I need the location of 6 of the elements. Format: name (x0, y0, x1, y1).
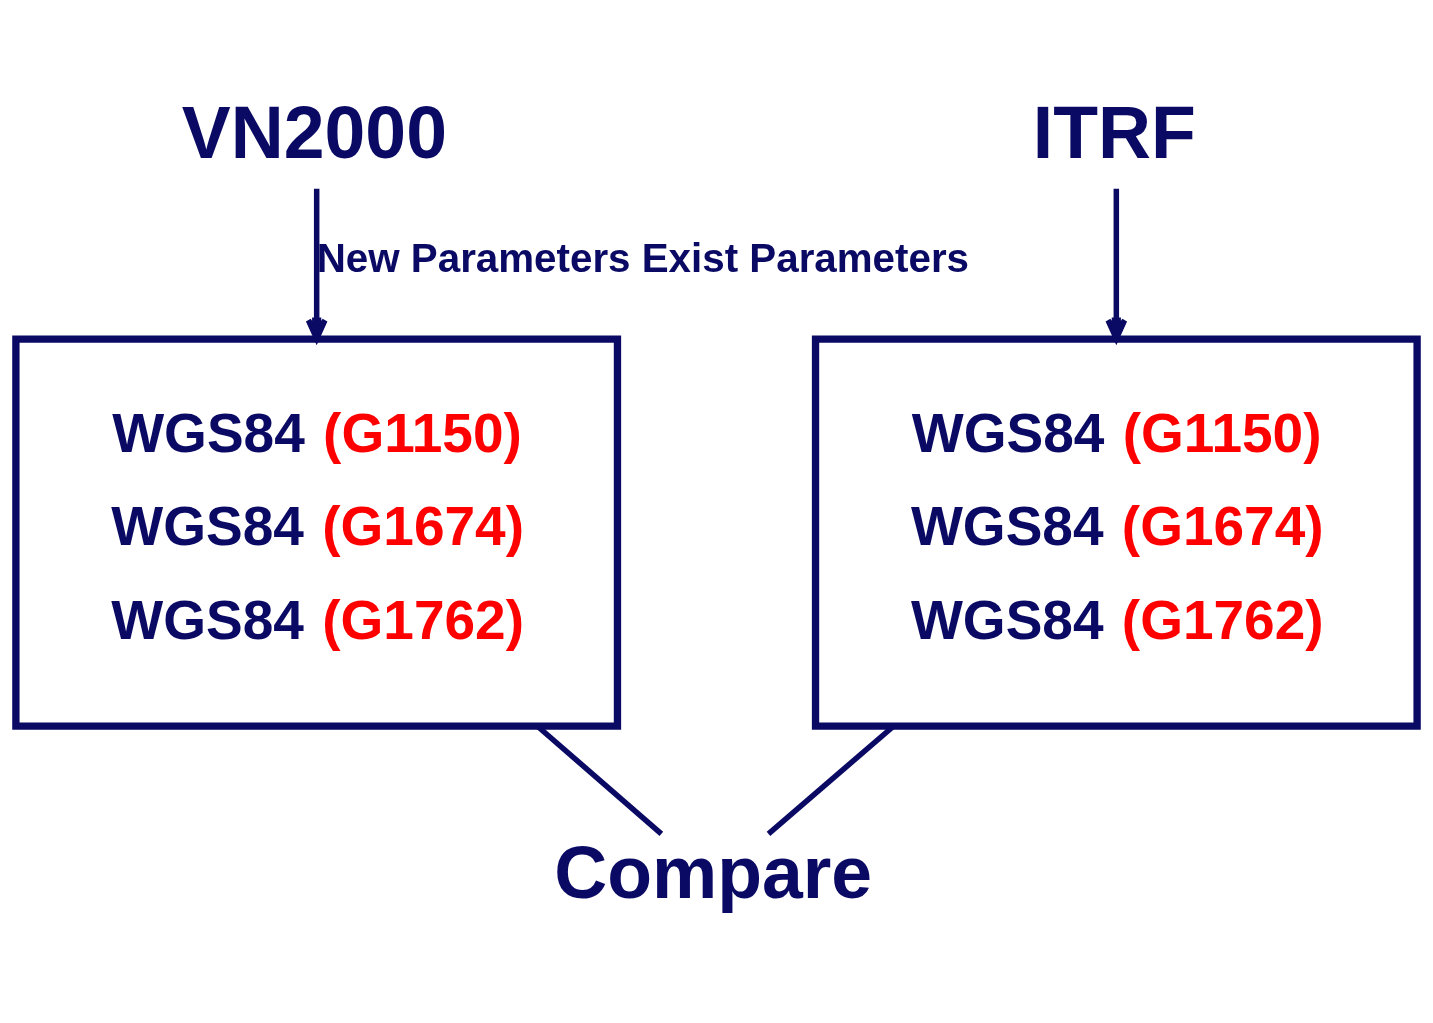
node-text: ITRF (1032, 91, 1196, 174)
node-box: WGS84 (G1150) WGS84 (G1674) WGS84 (G1762) (811, 335, 1421, 730)
node-text: VN2000 (181, 91, 447, 174)
node-box: WGS84 (G1150) WGS84 (G1674) WGS84 (G1762) (12, 335, 622, 730)
edge-label: New Parameters Exist Parameters (316, 235, 970, 282)
node-text: Compare (554, 832, 873, 915)
